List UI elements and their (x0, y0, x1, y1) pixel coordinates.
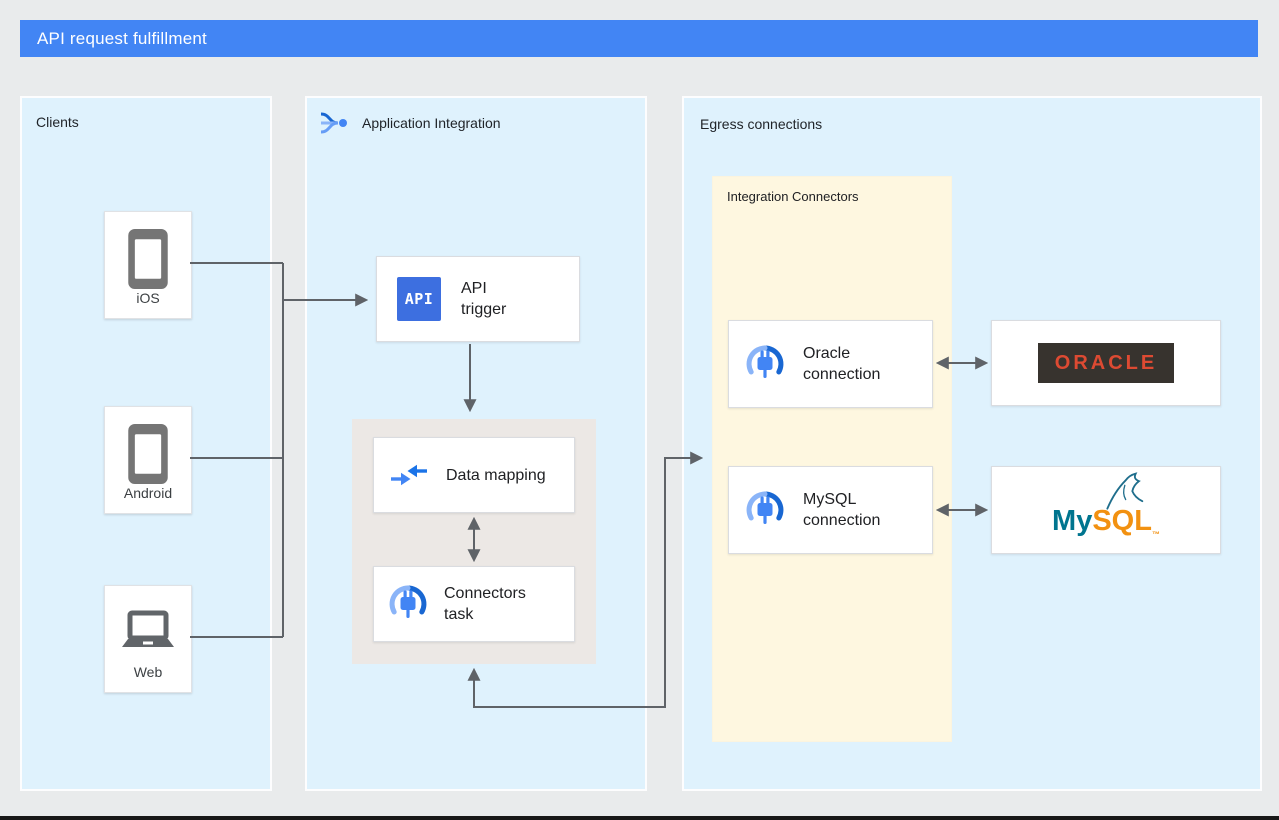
oracle-connection-node: Oracle connection (728, 320, 933, 408)
connector-plug-icon (745, 344, 785, 384)
connector-plug-icon (388, 584, 428, 624)
data-mapping-arrows-icon (390, 462, 428, 488)
application-integration-icon (319, 108, 353, 138)
oracle-logo-text: ORACLE (1054, 351, 1158, 374)
clients-panel-label: Clients (36, 114, 79, 130)
application-integration-label: Application Integration (362, 115, 501, 131)
client-card-label: iOS (136, 290, 160, 306)
data-mapping-node: Data mapping (373, 437, 575, 513)
mysql-dolphin-icon (1106, 472, 1144, 510)
diagram-title: API request fulfillment (37, 29, 207, 48)
smartphone-icon (105, 423, 191, 485)
client-card-label: Android (123, 485, 173, 501)
api-trigger-node: API API trigger (376, 256, 580, 342)
api-trigger-label: API trigger (461, 280, 507, 318)
oracle-connection-label: Oracle connection (803, 345, 881, 383)
client-card-label: Web (133, 664, 163, 680)
data-mapping-label: Data mapping (446, 466, 546, 484)
mysql-logo: MySQL™ (1052, 472, 1160, 548)
laptop-icon (105, 610, 191, 650)
smartphone-icon (105, 228, 191, 290)
oracle-logo-card: ORACLE (991, 320, 1221, 406)
egress-connections-label: Egress connections (700, 116, 823, 132)
bottom-edge-bar (0, 816, 1279, 820)
clients-panel: Clients iOS Android (20, 96, 272, 791)
connectors-task-node: Connectors task (373, 566, 575, 642)
api-icon: API (397, 277, 441, 321)
mysql-connection-label: MySQL connection (803, 491, 881, 529)
client-card-android: Android (104, 406, 192, 514)
integration-connectors-panel: Integration Connectors (712, 176, 952, 742)
api-icon-text: API (404, 290, 434, 308)
client-card-web: Web (104, 585, 192, 693)
oracle-logo: ORACLE (1038, 343, 1174, 383)
integration-connectors-label: Integration Connectors (727, 189, 859, 204)
client-card-ios: iOS (104, 211, 192, 319)
mysql-logo-card: MySQL™ (991, 466, 1221, 554)
connector-plug-icon (745, 490, 785, 530)
mysql-logo-text: MySQL™ (1052, 505, 1160, 539)
mysql-connection-node: MySQL connection (728, 466, 933, 554)
connectors-task-label: Connectors task (444, 585, 526, 623)
diagram-title-bar: API request fulfillment (20, 20, 1258, 57)
